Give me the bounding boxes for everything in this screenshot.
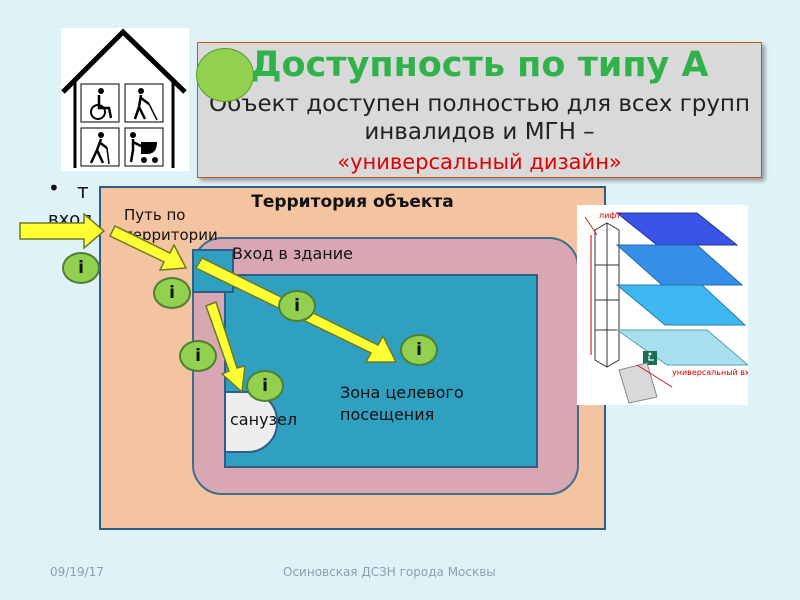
elderly-person-icon xyxy=(80,127,120,167)
floor-3 xyxy=(615,212,739,246)
universal-entrance-label: универсальный вход xyxy=(672,368,748,377)
info-marker: i xyxy=(400,334,438,366)
entry-arrow xyxy=(19,212,106,250)
entrance-label: Вход в здание xyxy=(232,244,353,263)
green-circle-decoration xyxy=(196,48,254,102)
path-label: Путь по территории xyxy=(124,206,218,244)
sanuzel-label: санузел xyxy=(230,410,298,429)
lift-shaft-icon xyxy=(590,222,620,368)
info-marker: i xyxy=(278,290,316,322)
path-arrow xyxy=(108,224,188,271)
territory-title: Территория объекта xyxy=(251,192,454,212)
accessibility-logo xyxy=(61,28,189,171)
house-roof-icon xyxy=(61,28,187,94)
info-marker: i xyxy=(62,252,100,284)
wheelchair-user-icon xyxy=(80,83,120,123)
slide-title: Доступность по типу А xyxy=(250,45,709,85)
entrance-ramp xyxy=(618,362,658,404)
wheelchair-icon xyxy=(643,351,657,365)
isometric-building-figure: лифт универсальный вход xyxy=(577,205,761,405)
title-box: Доступность по типу А Объект доступен по… xyxy=(197,42,762,178)
floor-2 xyxy=(615,244,744,286)
baby-stroller-icon xyxy=(124,127,164,167)
footer-org: Осиновская ДСЗН города Москвы xyxy=(283,565,496,579)
bullet-text: т xyxy=(77,179,89,203)
slide-subtitle: Объект доступен полностью для всех групп… xyxy=(208,91,751,145)
floor-1 xyxy=(615,284,747,326)
bullet-symbol: • xyxy=(48,176,60,200)
info-marker: i xyxy=(179,340,217,372)
floor-0 xyxy=(615,329,750,366)
info-marker: i xyxy=(153,277,191,309)
footer-date: 09/19/17 xyxy=(50,565,104,579)
sanuzel-arrow xyxy=(205,301,246,394)
zone-label: Зона целевого посещения xyxy=(340,383,464,424)
blind-person-icon xyxy=(124,83,164,123)
lift-label: лифт xyxy=(599,211,621,220)
info-marker: i xyxy=(246,370,284,402)
slide-subtitle-red: «универсальный дизайн» xyxy=(337,150,622,174)
